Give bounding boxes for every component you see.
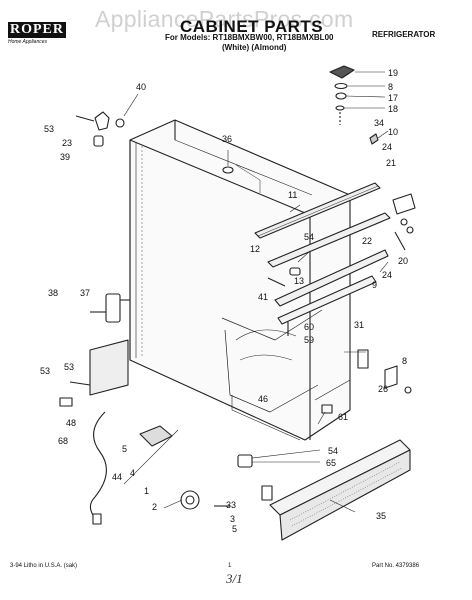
callout-35: 35 [376,511,386,521]
plug [92,513,102,525]
top-hinge-assembly [329,65,355,125]
callout-44: 44 [112,472,122,482]
callout-40: 40 [136,82,146,92]
top-cap [222,166,234,174]
right-hinge [392,193,416,251]
callout-9: 9 [372,280,377,290]
leader-lines [123,71,389,513]
leveler-bracket [321,404,333,414]
callout-54: 54 [304,232,314,242]
callout-11: 11 [288,190,297,200]
callout-24: 24 [382,270,392,280]
variants-line: (White) (Almond) [222,43,287,52]
callout-60: 60 [304,322,314,332]
callout-8: 8 [388,82,393,92]
callout-61: 61 [338,412,348,422]
callout-19: 19 [388,68,398,78]
callout-39: 39 [60,152,70,162]
brand-tagline: Home Appliances [8,39,48,45]
models-line: For Models: RT18BMXBW00, RT18BMXBL00 [165,33,334,42]
callout-48: 48 [66,418,76,428]
watermark: AppliancePartsPros.com [95,6,354,32]
cabinet-shell [129,119,351,441]
callout-31: 31 [354,320,364,330]
callout-65: 65 [326,458,336,468]
footer-page-number: 1 [228,563,232,569]
callout-5: 5 [232,524,237,534]
callout-18: 18 [388,104,398,114]
callout-68: 68 [58,436,68,446]
callout-36: 36 [222,134,232,144]
callout-3: 3 [230,514,235,524]
toe-grille [269,439,411,541]
callout-33: 33 [226,500,236,510]
mid-rail [277,275,377,325]
callout-2: 2 [152,502,157,512]
right-latch [357,349,412,394]
upper-left-bracket [75,111,125,147]
footer-print-info: 3-94 Litho in U.S.A. (sak) [10,563,78,569]
roller-bracket [180,485,273,510]
callout-12: 12 [250,244,260,254]
callout-41: 41 [258,292,268,302]
callout-24: 24 [382,142,392,152]
callout-54: 54 [328,446,338,456]
callout-46: 46 [258,394,268,404]
callout-38: 38 [48,288,58,298]
upper-crossbar [254,133,381,239]
compressor-bracket [139,425,173,447]
callout-13: 13 [294,276,304,286]
left-middle-hinge [90,293,130,323]
callout-17: 17 [388,93,398,103]
callout-53: 53 [64,362,74,372]
callout-22: 22 [362,236,372,246]
callout-1: 1 [144,486,149,496]
callout-53: 53 [40,366,50,376]
callout-5: 5 [122,444,127,454]
lower-left-hinge [59,339,129,407]
callout-59: 59 [304,335,314,345]
handwritten-note: 3/1 [226,571,243,586]
footer-part-number: Part No. 4379386 [372,563,420,569]
part-callouts: 1981718341040532339361124212212541341202… [40,68,408,534]
brand-logo: ROPER [8,22,66,38]
bottom-hinge [237,454,253,468]
page-title: CABINET PARTS [180,17,324,36]
power-cord [89,411,107,516]
callout-20: 20 [398,256,408,266]
callout-37: 37 [80,288,90,298]
callout-23: 23 [62,138,72,148]
category-label: REFRIGERATOR [372,30,436,39]
callout-8: 8 [402,356,407,366]
shelf-rail-assembly [267,212,391,307]
callout-34: 34 [374,118,384,128]
callout-10: 10 [388,127,398,137]
callout-21: 21 [386,158,396,168]
callout-4: 4 [130,468,135,478]
callout-53: 53 [44,124,54,134]
callout-26: 26 [378,384,388,394]
